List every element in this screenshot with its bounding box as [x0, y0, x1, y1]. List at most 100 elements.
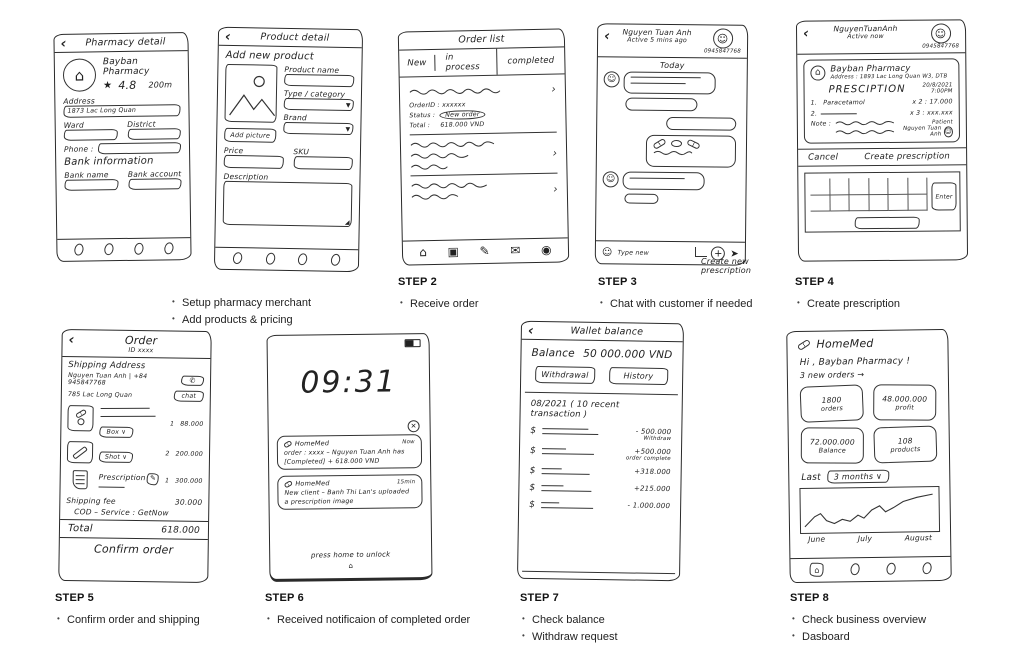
stat-card-orders[interactable]: 1800 orders	[799, 384, 864, 423]
back-icon[interactable]: ‹	[68, 332, 75, 349]
edit-prescription-button[interactable]: ✎	[146, 472, 160, 485]
transaction-row[interactable]: $ - 1.000.000	[529, 500, 670, 512]
nav-dot[interactable]	[72, 242, 85, 257]
keyboard-key[interactable]	[829, 194, 850, 212]
notification-card[interactable]: HomeMed 15min New client – Banh Thi Lan'…	[277, 474, 423, 510]
product-name-input[interactable]	[284, 73, 355, 88]
order-row[interactable]: ›	[410, 139, 558, 171]
keyboard-key[interactable]	[907, 194, 928, 211]
address-input[interactable]: 1873 Lac Long Quan	[63, 104, 181, 118]
caption-bullet: Setup pharmacy merchant	[170, 297, 311, 309]
blank-medicine-line[interactable]	[821, 113, 858, 115]
stat-card-balance[interactable]: 72.000.000 Balance	[800, 427, 864, 464]
chat-icon[interactable]: ✉	[510, 243, 521, 258]
order-row[interactable]: ›	[411, 180, 558, 201]
nav-dot[interactable]	[329, 252, 342, 267]
tab-completed[interactable]: completed	[507, 55, 555, 67]
nav-dot[interactable]	[297, 252, 309, 267]
space-bar[interactable]	[854, 216, 920, 230]
keyboard[interactable]: Enter	[804, 171, 961, 233]
keyboard-key[interactable]	[888, 194, 909, 211]
stat-card-profit[interactable]: 48.000.000 profit	[873, 384, 937, 421]
stat-card-products[interactable]: 108 products	[873, 425, 938, 464]
keyboard-key[interactable]	[849, 178, 869, 195]
transaction-row[interactable]: $ +215.000	[529, 483, 670, 495]
text-squiggle	[411, 164, 448, 170]
nav-dot[interactable]	[231, 251, 244, 266]
description-textarea[interactable]: ◢	[222, 180, 353, 228]
message-input[interactable]: Type new	[617, 248, 650, 257]
nav-dot[interactable]	[885, 561, 897, 576]
create-prescription-button[interactable]: Create prescription	[864, 151, 951, 163]
nav-dot[interactable]	[133, 241, 145, 256]
chat-button[interactable]: chat	[173, 390, 204, 402]
dismiss-notifications-button[interactable]: ✕	[407, 420, 420, 433]
home-button-icon[interactable]: ⌂	[348, 561, 354, 571]
period-select[interactable]: 3 months ∨	[826, 469, 890, 484]
confirm-order-button[interactable]: Confirm order	[59, 536, 208, 563]
resize-handle-icon[interactable]: ◢	[344, 218, 350, 227]
keyboard-key[interactable]	[810, 194, 831, 212]
keyboard-key[interactable]	[849, 194, 870, 212]
variant-select[interactable]: Box ∨	[99, 426, 134, 438]
home-tab[interactable]: ⌂	[809, 562, 825, 577]
enter-key[interactable]: Enter	[931, 182, 957, 211]
variant-select[interactable]: Shot ∨	[98, 450, 134, 463]
nav-dot[interactable]	[163, 241, 176, 256]
keyboard-key[interactable]	[810, 178, 830, 196]
nav-dot[interactable]	[103, 242, 115, 257]
orders-note-icon[interactable]: ✎	[479, 243, 490, 259]
profile-icon[interactable]: ◉	[540, 242, 552, 257]
keyboard-key[interactable]	[829, 178, 850, 195]
status-badge: New order	[439, 109, 486, 120]
back-icon[interactable]: ‹	[527, 322, 534, 339]
keyboard-key[interactable]	[868, 194, 889, 212]
package-icon[interactable]: ▣	[447, 244, 460, 259]
home-icon[interactable]: ⌂	[419, 245, 428, 260]
brand-select[interactable]: ▼	[283, 121, 354, 136]
call-button[interactable]: ✆	[181, 375, 205, 386]
person-icon: ☺	[605, 174, 616, 185]
history-button[interactable]: History	[608, 367, 669, 386]
type-category-select[interactable]: ▼	[283, 97, 354, 112]
back-icon[interactable]: ‹	[224, 28, 232, 45]
emoji-icon[interactable]: ☺	[601, 246, 613, 258]
nav-dot[interactable]	[264, 251, 277, 266]
keyboard-key[interactable]	[888, 177, 908, 195]
tab-new[interactable]: New	[399, 54, 436, 72]
contact-avatar[interactable]: ☺	[930, 23, 951, 44]
back-icon[interactable]: ‹	[604, 28, 611, 45]
phone-input[interactable]	[97, 142, 182, 155]
nav-dot[interactable]	[849, 562, 861, 577]
keyboard-key[interactable]	[868, 177, 889, 195]
shipping-fee-value: 30.000	[174, 497, 203, 507]
transaction-row[interactable]: $ +318.000	[530, 466, 671, 478]
medicine-name[interactable]: Paracetamol	[823, 99, 866, 107]
dollar-icon: $	[530, 425, 537, 436]
add-picture-button[interactable]: Add picture	[224, 127, 277, 143]
notification-card[interactable]: HomeMed Now order : xxxx – Nguyen Tuan A…	[276, 434, 423, 470]
order-row[interactable]: ›	[409, 83, 556, 99]
chat-bubble-image[interactable]	[645, 134, 737, 168]
back-icon[interactable]: ‹	[60, 35, 67, 52]
tab-in-process[interactable]: in process	[435, 48, 498, 76]
pencil-icon: ✎	[149, 473, 157, 482]
withdrawal-button[interactable]: Withdrawal	[535, 365, 595, 384]
transaction-amount: +215.000	[633, 484, 671, 494]
dropdown-icon: ▼	[345, 101, 351, 109]
ward-input[interactable]	[63, 129, 118, 141]
cancel-button[interactable]: Cancel	[808, 152, 839, 163]
keyboard-key[interactable]	[907, 177, 928, 195]
district-input[interactable]	[127, 128, 181, 140]
price-input[interactable]	[223, 154, 284, 169]
contact-avatar[interactable]: ☺	[712, 28, 733, 49]
bank-account-input[interactable]	[127, 178, 182, 190]
bank-name-input[interactable]	[64, 179, 119, 191]
nav-dot[interactable]	[920, 561, 933, 576]
item-qty: 1	[164, 476, 170, 484]
back-icon[interactable]: ‹	[802, 25, 810, 42]
image-placeholder[interactable]	[224, 63, 278, 123]
sku-input[interactable]	[293, 156, 353, 171]
